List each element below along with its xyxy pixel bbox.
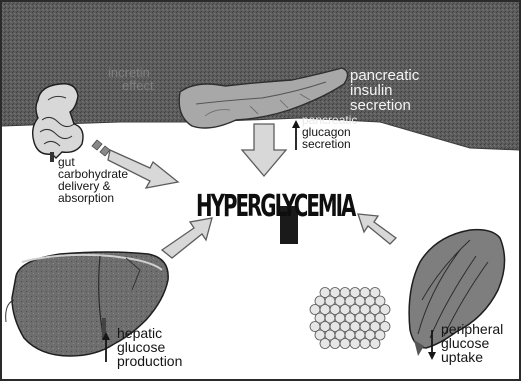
- glucagon-label-line: secretion: [302, 138, 357, 150]
- hepatic-label-line: glucose: [117, 340, 182, 354]
- glucagon-up-arrow: [292, 120, 300, 150]
- peripheral-label-line: glucose: [441, 336, 503, 350]
- peripheral-label-line: peripheral: [441, 322, 503, 336]
- insulin-label-line: secretion: [350, 98, 419, 113]
- insulin-label-line: insulin: [350, 83, 419, 98]
- gut-absorption-label: gut carbohydrate delivery & absorption: [58, 156, 128, 204]
- fat-cell: [350, 339, 360, 349]
- muscle-arrow: [358, 214, 396, 244]
- fat-cell: [340, 339, 350, 349]
- fat-cell: [320, 339, 330, 349]
- insulin-label-line: pancreatic: [350, 68, 419, 83]
- fat-cell: [360, 339, 370, 349]
- pancreas-arrow: [242, 124, 286, 176]
- insulin-secretion-label: pancreatic insulin secretion: [350, 68, 419, 113]
- peripheral-label-line: uptake: [441, 350, 503, 364]
- glucagon-secretion-label: pancreatic glucagon secretion: [302, 114, 357, 150]
- faint-incretin-label: incretin effect: [108, 66, 154, 92]
- fat-cell: [330, 339, 340, 349]
- hyperglycemia-title: HYPERGLYCEMIA: [196, 189, 308, 229]
- hepatic-production-label: hepatic glucose production: [117, 326, 182, 368]
- adipose-tissue-icon: [310, 288, 390, 349]
- peripheral-uptake-label: peripheral glucose uptake: [441, 322, 503, 364]
- hepatic-label-line: production: [117, 354, 182, 368]
- hepatic-label-line: hepatic: [117, 326, 182, 340]
- faint-label-line: effect: [122, 79, 154, 92]
- fat-cell: [370, 339, 380, 349]
- gut-label-line: absorption: [58, 192, 128, 204]
